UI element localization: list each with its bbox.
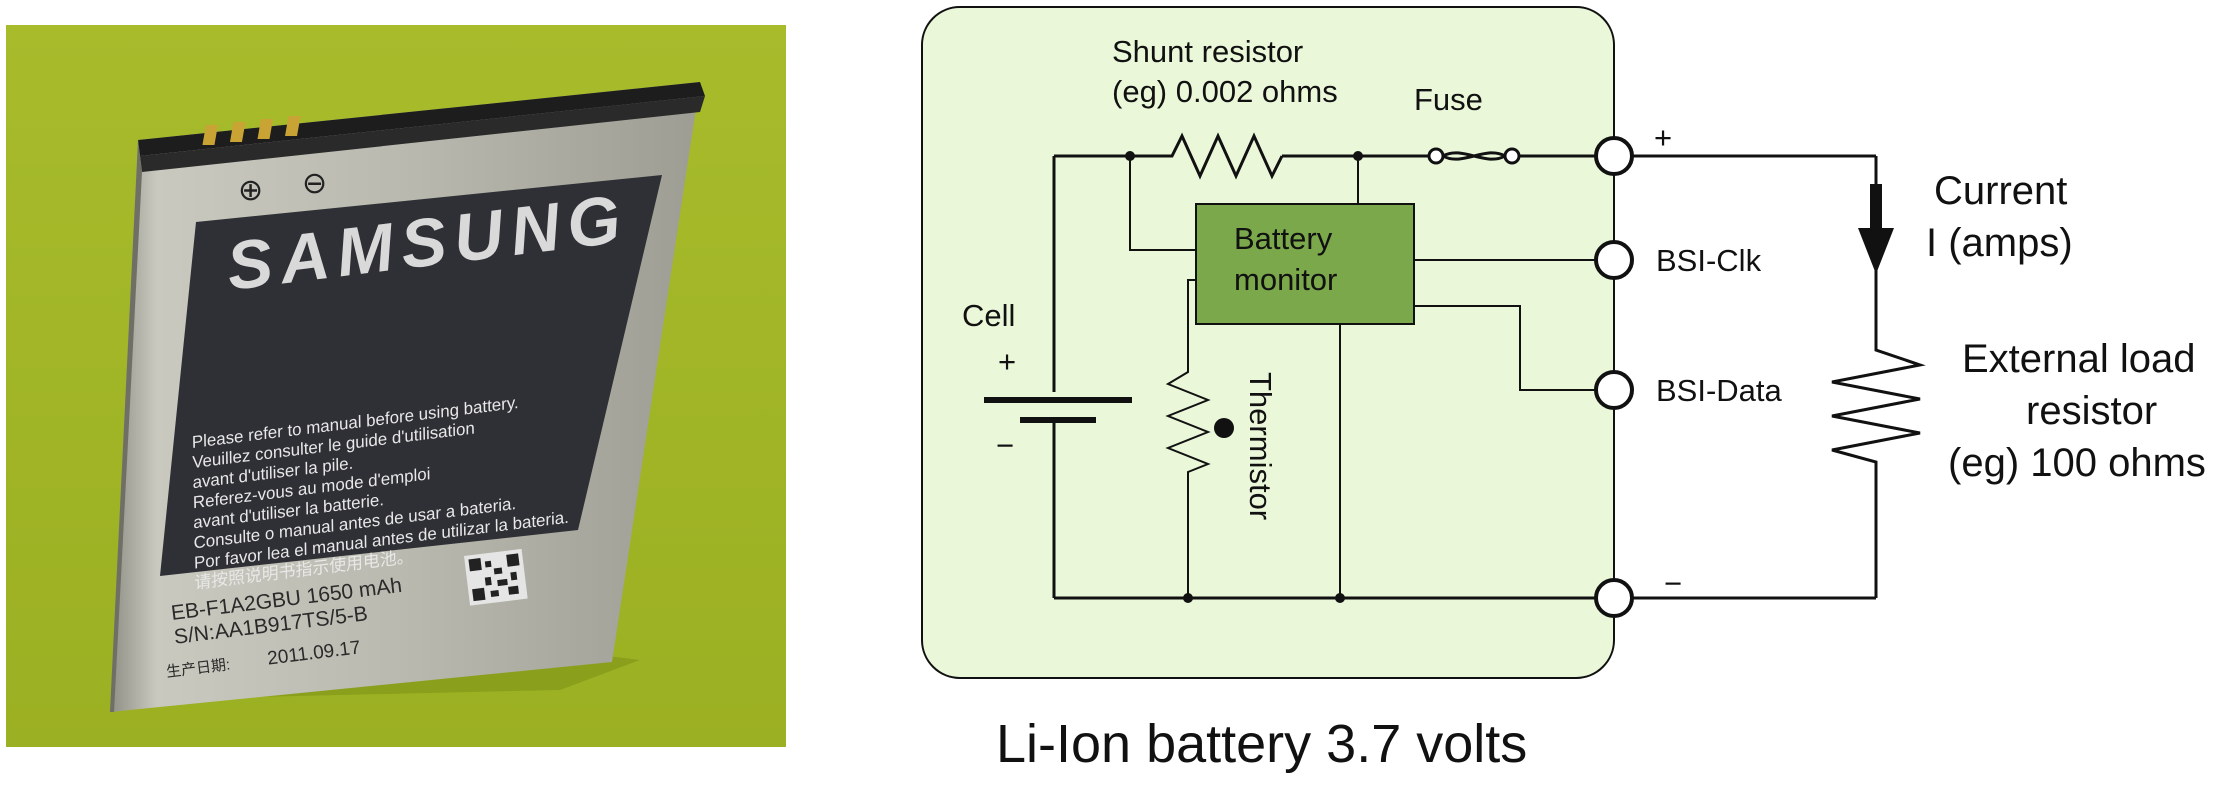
load-label-3: (eg) 100 ohms <box>1948 441 2206 485</box>
load-label-2: resistor <box>2026 389 2157 433</box>
battery-photo: ⊕ ⊖ SAMSUNG Please refer to manual befor… <box>6 25 786 747</box>
terminal-bsi-data[interactable] <box>1594 370 1634 410</box>
battery-monitor-label-2: monitor <box>1234 262 1337 297</box>
cell-minus-sign: − <box>996 428 1014 463</box>
thermistor-dot <box>1214 418 1234 438</box>
shunt-resistor-label-1: Shunt resistor <box>1112 34 1303 69</box>
terminal-positive[interactable] <box>1594 136 1634 176</box>
battery-monitor-box <box>1195 203 1415 325</box>
qr-code <box>464 548 528 606</box>
positive-contact-symbol: ⊕ <box>238 174 263 207</box>
bsi-data-label: BSI-Data <box>1656 373 1783 408</box>
bsi-clk-label: BSI-Clk <box>1656 243 1762 278</box>
cell-plus-sign: + <box>998 344 1016 379</box>
shunt-sense-wire-left <box>1129 156 1196 251</box>
shunt-resistor-label-2: (eg) 0.002 ohms <box>1112 74 1338 109</box>
circuit-diagram: Battery monitor Thermistor Cell + − Shun… <box>921 6 2206 774</box>
thermistor-label: Thermistor <box>1243 372 1278 520</box>
fuse-symbol <box>1427 147 1521 165</box>
current-label-2: I (amps) <box>1926 221 2073 265</box>
battery-side <box>110 140 142 712</box>
load-resistor-symbol <box>1831 344 1926 470</box>
figure-caption: Li-Ion battery 3.7 volts <box>996 714 1527 774</box>
bsi-data-wire <box>1414 305 1596 391</box>
current-label-1: Current <box>1934 169 2067 213</box>
cell-label: Cell <box>962 298 1015 333</box>
terminal-minus-label: − <box>1664 566 1682 601</box>
shunt-resistor-symbol <box>1162 132 1284 180</box>
battery-label <box>160 175 662 576</box>
fuse-label: Fuse <box>1414 82 1483 117</box>
terminal-bsi-clk[interactable] <box>1594 240 1634 280</box>
thermistor-symbol <box>1165 366 1211 598</box>
battery-top-edge <box>138 82 705 156</box>
negative-contact-symbol: ⊖ <box>302 167 327 200</box>
junction-dot <box>1183 593 1193 603</box>
current-arrow-head <box>1858 228 1894 274</box>
load-label-1: External load <box>1962 337 2195 381</box>
terminal-plus-label: + <box>1654 120 1672 155</box>
thermistor-sense-wire <box>1187 279 1196 366</box>
battery-top-face <box>140 96 705 172</box>
terminal-negative[interactable] <box>1594 578 1634 618</box>
battery-monitor-label-1: Battery <box>1234 221 1333 256</box>
junction-dot <box>1335 593 1345 603</box>
battery-pack-outline <box>921 6 1615 679</box>
battery-contacts <box>202 116 301 145</box>
